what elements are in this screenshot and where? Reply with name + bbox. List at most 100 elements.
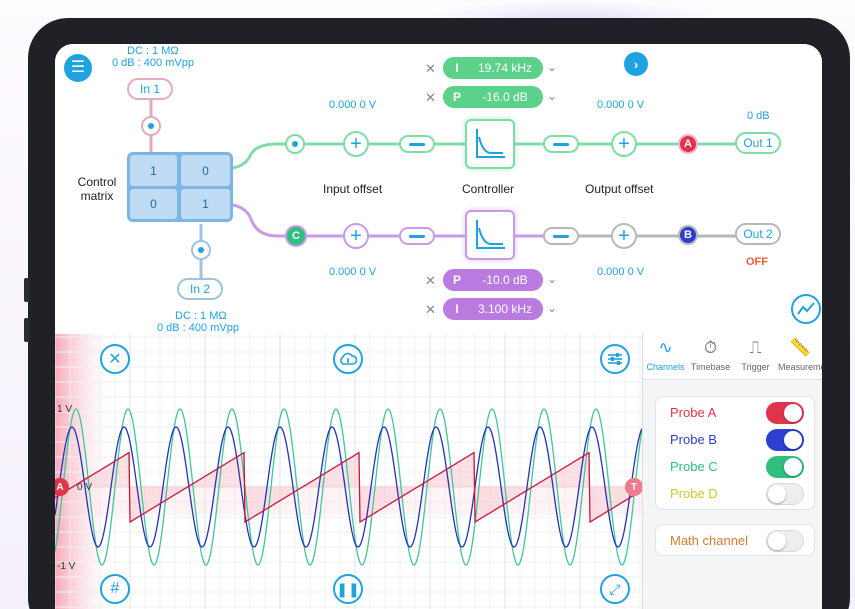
in1-info-line1: DC : 1 MΩ: [127, 45, 179, 57]
chevron-down-icon[interactable]: ⌄: [547, 60, 558, 74]
param3-remove-icon[interactable]: ✕: [425, 273, 436, 288]
trigger-edge-icon: ⎍: [749, 338, 762, 357]
param1-remove-icon[interactable]: ✕: [425, 61, 436, 76]
close-icon: ✕: [108, 351, 122, 368]
scope-close-button[interactable]: ✕: [100, 344, 130, 374]
trend-icon: [797, 302, 815, 315]
chevron-down-icon[interactable]: ⌄: [547, 301, 558, 315]
ch1-probe-a-marker[interactable]: A: [678, 134, 698, 154]
tab-channels[interactable]: ∿ Channels: [643, 334, 688, 380]
y-label-mid: 0 V: [77, 482, 93, 493]
tab-timebase[interactable]: ⏱ Timebase: [688, 334, 733, 380]
in2-node[interactable]: [191, 240, 211, 260]
chevron-right-icon: ›: [633, 56, 639, 72]
ch1-input-offset-value[interactable]: 0.000 0 V: [329, 99, 377, 111]
param4-remove-icon[interactable]: ✕: [425, 302, 436, 317]
probe-d-label: Probe D: [670, 486, 718, 501]
probe-a-toggle[interactable]: [766, 402, 804, 424]
probe-c-toggle[interactable]: [766, 456, 804, 478]
ch1-probe-node[interactable]: [285, 134, 305, 154]
scope-export-button[interactable]: [333, 344, 363, 374]
ch2-output-offset-button[interactable]: +: [611, 223, 637, 249]
matrix-cell-21[interactable]: 0: [130, 189, 177, 219]
probe-d-toggle[interactable]: [766, 483, 804, 505]
ch1-output-offset-value[interactable]: 0.000 0 V: [597, 99, 645, 111]
ruler-icon: 📏: [789, 338, 812, 357]
ch2-probe-c-marker[interactable]: C: [285, 225, 307, 247]
ch1-output-offset-button[interactable]: +: [611, 131, 637, 157]
control-matrix: 1 0 0 1: [127, 152, 233, 222]
menu-button[interactable]: ☰: [64, 54, 92, 82]
plus-icon: +: [350, 225, 362, 247]
controller-response-icon: [476, 220, 505, 249]
ch2-input-offset-button[interactable]: +: [343, 223, 369, 249]
probe-b-trace: [55, 426, 642, 548]
output-offset-label: Output offset: [585, 182, 654, 196]
scope-expand-button[interactable]: ⤢: [600, 574, 630, 604]
math-card: Math channel: [655, 524, 815, 556]
stopwatch-icon: ⏱: [703, 338, 718, 357]
menu-icon: ☰: [70, 59, 86, 76]
ch2-param-integrator[interactable]: I 3.100 kHz: [443, 298, 543, 320]
math-channel-toggle[interactable]: [766, 530, 804, 552]
trend-button[interactable]: [791, 294, 821, 324]
chevron-down-icon[interactable]: ⌄: [547, 272, 558, 286]
probe-c-trace: [55, 408, 642, 566]
scope-canvas: [55, 334, 642, 609]
ch2-param-proportional[interactable]: P -10.0 dB: [443, 269, 543, 291]
math-channel-label: Math channel: [670, 533, 749, 548]
ch2-output-filter-button[interactable]: [543, 227, 579, 245]
controller-response-icon: [476, 129, 505, 158]
scope-settings-button[interactable]: [600, 344, 630, 374]
ch1-input-offset-button[interactable]: +: [343, 131, 369, 157]
out2-button[interactable]: Out 2: [735, 223, 781, 245]
sine-wave-icon: ∿: [658, 338, 673, 357]
tab-measurement[interactable]: 📏 Measurement: [778, 334, 822, 380]
scope-pause-button[interactable]: ❚❚: [333, 574, 363, 604]
ch2-input-offset-value[interactable]: 0.000 0 V: [329, 266, 377, 278]
plus-icon: +: [350, 133, 362, 155]
cloud-upload-icon: [340, 352, 357, 365]
trigger-level-marker[interactable]: T: [625, 478, 642, 496]
ch1-param-integrator[interactable]: I 19.74 kHz: [443, 57, 543, 79]
ch2-output-offset-value[interactable]: 0.000 0 V: [597, 266, 645, 278]
in2-button[interactable]: In 2: [177, 278, 223, 300]
probe-a-shade: [55, 452, 642, 522]
ch1-output-filter-button[interactable]: [543, 135, 579, 153]
controller-label: Controller: [462, 182, 515, 196]
in1-button[interactable]: In 1: [127, 78, 173, 100]
matrix-cell-11[interactable]: 1: [130, 155, 177, 186]
matrix-cell-12[interactable]: 0: [181, 155, 230, 186]
probe-b-toggle[interactable]: [766, 429, 804, 451]
plus-icon: +: [618, 225, 630, 247]
out1-button[interactable]: Out 1: [735, 132, 781, 154]
oscilloscope-display[interactable]: 1 V 0 V -1 V A T ✕ # ❚❚ ⤢: [55, 334, 642, 609]
ch2-controller-button[interactable]: [465, 210, 515, 260]
tab-trigger[interactable]: ⎍ Trigger: [733, 334, 778, 380]
probe-b-label: Probe B: [670, 432, 717, 447]
device-side-button: [24, 318, 30, 342]
settings-side-panel: ∿ Channels ⏱ Timebase ⎍ Trigger 📏 Measur…: [642, 334, 822, 609]
in1-node[interactable]: [141, 116, 161, 136]
side-tabs: ∿ Channels ⏱ Timebase ⎍ Trigger 📏 Measur…: [643, 334, 822, 380]
input-offset-label: Input offset: [323, 182, 383, 196]
out1-gain[interactable]: 0 dB: [747, 110, 770, 122]
app-screen: ☰ DC : 1 MΩ 0 dB : 400 mVpp In 1 Control…: [55, 44, 822, 609]
ch1-controller-button[interactable]: [465, 119, 515, 169]
probe-a-level-marker[interactable]: A: [55, 478, 69, 496]
y-label-top: 1 V: [57, 404, 73, 415]
next-button[interactable]: ›: [624, 52, 648, 76]
ch2-probe-b-marker[interactable]: B: [678, 225, 698, 245]
scope-grid-button[interactable]: #: [100, 574, 130, 604]
device-side-button: [24, 278, 30, 302]
in1-info-line2: 0 dB : 400 mVpp: [112, 57, 194, 69]
param2-remove-icon[interactable]: ✕: [425, 90, 436, 105]
ch1-param-proportional[interactable]: P -16.0 dB: [443, 86, 543, 108]
y-label-bottom: -1 V: [57, 561, 76, 572]
signal-chain-panel: ☰ DC : 1 MΩ 0 dB : 400 mVpp In 1 Control…: [55, 44, 822, 334]
chevron-down-icon[interactable]: ⌄: [547, 89, 558, 103]
in2-info-line1: DC : 1 MΩ: [175, 310, 227, 322]
ch1-filter-button[interactable]: [399, 135, 435, 153]
matrix-cell-22[interactable]: 1: [181, 189, 230, 219]
ch2-filter-button[interactable]: [399, 227, 435, 245]
